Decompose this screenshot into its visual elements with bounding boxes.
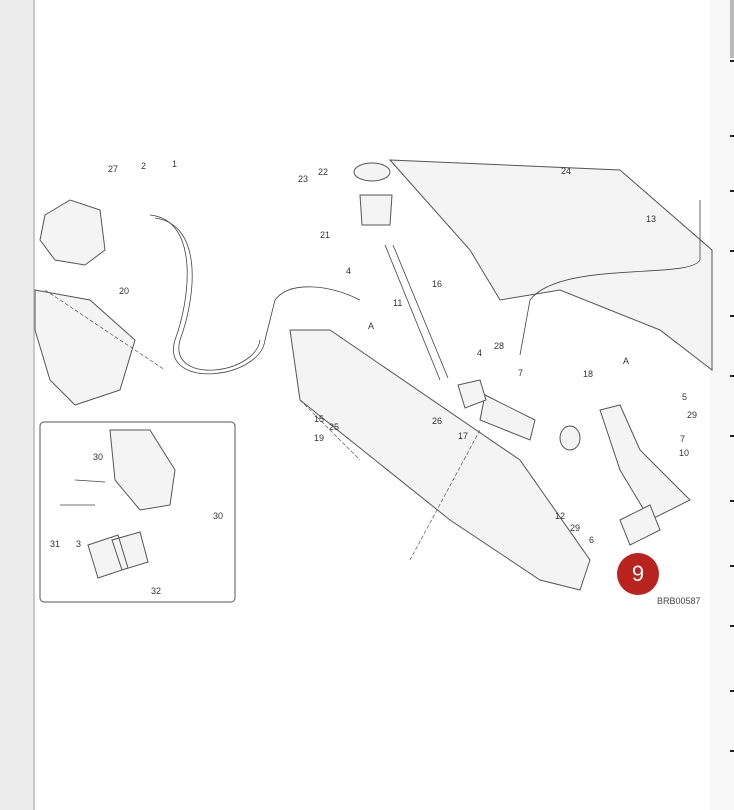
callout-2: 2 (141, 161, 146, 171)
drawing-code: BRB00587 (657, 596, 701, 606)
spring-6 (559, 425, 581, 451)
callout-25: 25 (329, 422, 339, 432)
reservoir-hose-16 (384, 244, 449, 381)
callout-6: 6 (589, 535, 594, 545)
page-tick[interactable] (730, 135, 734, 137)
callout-15: 15 (314, 414, 324, 424)
callout-7: 7 (680, 434, 685, 444)
callout-1: 1 (172, 159, 177, 169)
callout-A: A (623, 356, 629, 366)
callout-23: 23 (298, 174, 308, 184)
callout-30: 30 (213, 511, 223, 521)
callout-4: 4 (477, 348, 482, 358)
callout-10: 10 (679, 448, 689, 458)
callout-18: 18 (583, 369, 593, 379)
callout-4: 4 (346, 266, 351, 276)
callout-3: 3 (76, 539, 81, 549)
page-tick[interactable] (730, 690, 734, 692)
caliper-20 (39, 199, 106, 266)
frame-outline (388, 159, 713, 372)
master-cylinder-17 (479, 394, 536, 441)
callout-21: 21 (320, 230, 330, 240)
page-tick[interactable] (730, 565, 734, 567)
callout-29: 29 (570, 523, 580, 533)
callout-20: 20 (119, 286, 129, 296)
page-number-badge: 9 (617, 553, 659, 595)
boot-26 (457, 379, 487, 409)
callout-12: 12 (555, 511, 565, 521)
page-tick[interactable] (730, 250, 734, 252)
callout-16: 16 (432, 279, 442, 289)
callout-A: A (368, 321, 374, 331)
page-tick[interactable] (730, 750, 734, 752)
pedal-rubber (619, 504, 661, 546)
reservoir-23 (359, 194, 393, 226)
callout-17: 17 (458, 431, 468, 441)
callout-7: 7 (518, 368, 523, 378)
callout-24: 24 (561, 166, 571, 176)
callout-27: 27 (108, 164, 118, 174)
callout-31: 31 (50, 539, 60, 549)
brake-hose (154, 217, 261, 371)
callout-13: 13 (646, 214, 656, 224)
leader-line (44, 289, 481, 561)
callout-26: 26 (432, 416, 442, 426)
page-tick[interactable] (730, 190, 734, 192)
inset-caliper (109, 429, 176, 511)
callout-11: 11 (393, 298, 402, 308)
brake-disc-bracket (34, 289, 136, 406)
brake-pedal-lever (599, 404, 691, 521)
brake-pads-32 (87, 531, 149, 579)
callout-29: 29 (687, 410, 697, 420)
page-tick[interactable] (730, 625, 734, 627)
sensor-cable-13 (519, 200, 701, 356)
page-tick[interactable] (730, 435, 734, 437)
reservoir-cap-22 (353, 162, 391, 182)
callout-32: 32 (151, 586, 161, 596)
callout-19: 19 (314, 433, 324, 443)
swingarm-outline (289, 329, 591, 591)
callout-22: 22 (318, 167, 328, 177)
page-tick[interactable] (730, 500, 734, 502)
page-tick[interactable] (730, 375, 734, 377)
scrollbar-thumb[interactable] (730, 0, 734, 58)
callout-30: 30 (93, 452, 103, 462)
brake-hose (149, 214, 361, 375)
pin-30-3 (60, 479, 106, 506)
callout-28: 28 (494, 341, 504, 351)
page-tick[interactable] (730, 60, 734, 62)
inset-box (39, 421, 236, 603)
page-tick[interactable] (730, 315, 734, 317)
callout-5: 5 (682, 392, 687, 402)
